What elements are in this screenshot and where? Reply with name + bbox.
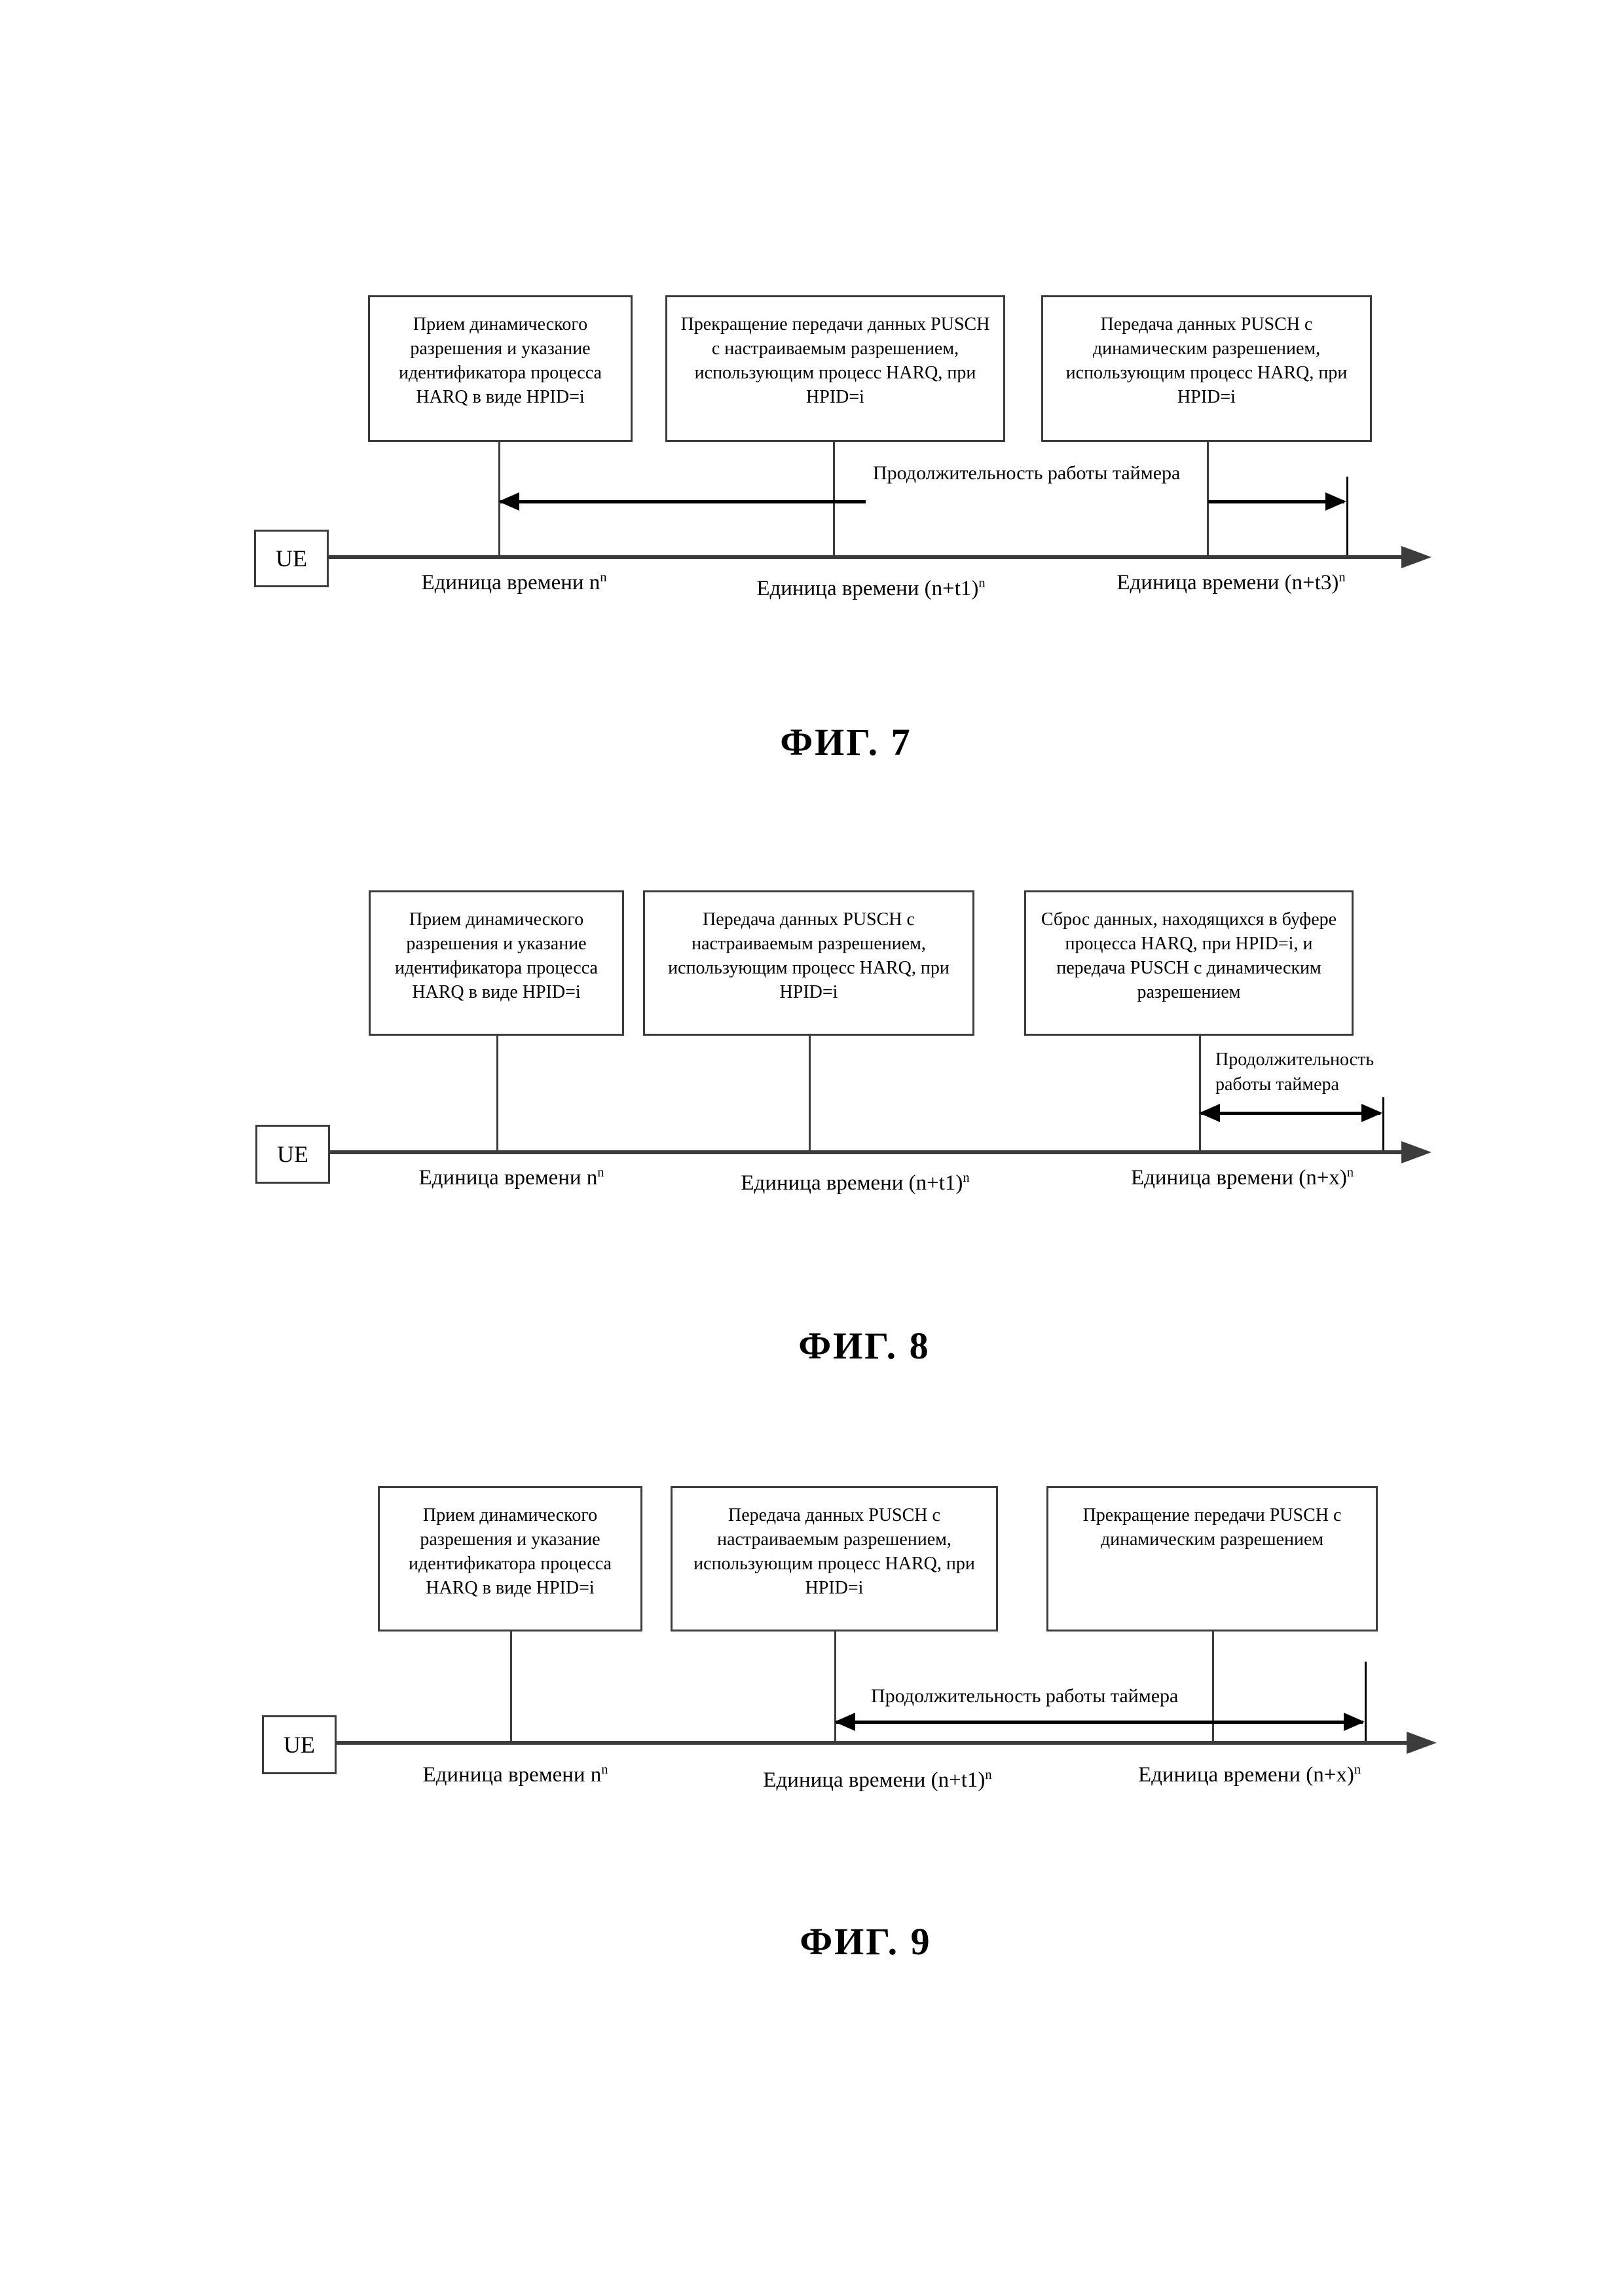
timer-duration-label: Продолжительность работы таймера — [868, 461, 1186, 486]
event-box: Прекращение передачи данных PUSCH с наст… — [665, 295, 1005, 442]
time-unit-label: Единица времени (n+x)n — [1137, 1762, 1361, 1787]
time-unit-label: Единица времени (n+x)n — [1130, 1165, 1354, 1190]
time-unit-label: Единица времени nn — [421, 570, 607, 594]
timer-arrow-right — [1208, 492, 1346, 511]
timeline-axis — [330, 1141, 1431, 1163]
timer-arrow-left — [498, 492, 866, 511]
timer-duration-arrow — [1199, 1104, 1382, 1122]
timeline-axis — [337, 1732, 1437, 1754]
timeline-axis — [329, 546, 1431, 568]
time-unit-label: Единица времени (n+t1)n — [741, 1171, 970, 1195]
ue-box: UE — [254, 530, 329, 587]
arrowhead-right-icon — [1344, 1713, 1365, 1731]
timeline-arrowhead-icon — [1401, 546, 1431, 568]
event-box: Прием динамического разрешения и указани… — [368, 295, 633, 442]
connector-line — [833, 442, 835, 557]
connector-line — [809, 1036, 811, 1150]
event-box: Передача данных PUSCH с настраиваемым ра… — [643, 890, 974, 1036]
arrowhead-right-icon — [1361, 1104, 1382, 1122]
event-box: Прием динамического разрешения и указани… — [369, 890, 624, 1036]
connector-line — [510, 1631, 512, 1743]
arrowhead-right-icon — [1325, 492, 1346, 511]
connector-line — [1207, 442, 1209, 557]
connector-line — [834, 1631, 836, 1743]
timeline-arrowhead-icon — [1401, 1141, 1431, 1163]
timer-duration-label: Продолжительность работы таймера — [866, 1684, 1184, 1709]
arrowhead-left-icon — [834, 1713, 855, 1731]
timer-duration-label: Продолжительность работы таймера — [1215, 1048, 1391, 1097]
timer-end-tick — [1346, 477, 1348, 558]
time-unit-label: Единица времени (n+t1)n — [763, 1768, 992, 1792]
arrowhead-left-icon — [498, 492, 519, 511]
figure-caption: ФИГ. 7 — [780, 721, 912, 763]
time-unit-label: Единица времени (n+t3)n — [1116, 570, 1346, 594]
ue-box: UE — [262, 1715, 337, 1774]
timer-end-tick — [1382, 1082, 1384, 1152]
time-unit-label: Единица времени (n+t1)n — [756, 576, 986, 600]
ue-box: UE — [255, 1125, 330, 1184]
arrowhead-left-icon — [1199, 1104, 1220, 1122]
event-box: Сброс данных, находящихся в буфере проце… — [1024, 890, 1354, 1036]
event-box: Прекращение передачи PUSCH с динамически… — [1046, 1486, 1378, 1631]
event-box: Передача данных PUSCH с динамическим раз… — [1041, 295, 1372, 442]
time-unit-label: Единица времени nn — [418, 1165, 604, 1190]
time-unit-label: Единица времени nn — [422, 1762, 608, 1787]
figure-caption: ФИГ. 9 — [800, 1920, 932, 1963]
connector-line — [1199, 1036, 1201, 1150]
timeline-arrowhead-icon — [1407, 1732, 1437, 1754]
connector-line — [1212, 1631, 1214, 1743]
timer-duration-arrow — [834, 1713, 1365, 1731]
event-box: Передача данных PUSCH с настраиваемым ра… — [671, 1486, 998, 1631]
event-box: Прием динамического разрешения и указани… — [378, 1486, 642, 1631]
connector-line — [496, 1036, 498, 1150]
figure-caption: ФИГ. 8 — [798, 1324, 931, 1367]
timer-end-tick — [1365, 1662, 1367, 1743]
